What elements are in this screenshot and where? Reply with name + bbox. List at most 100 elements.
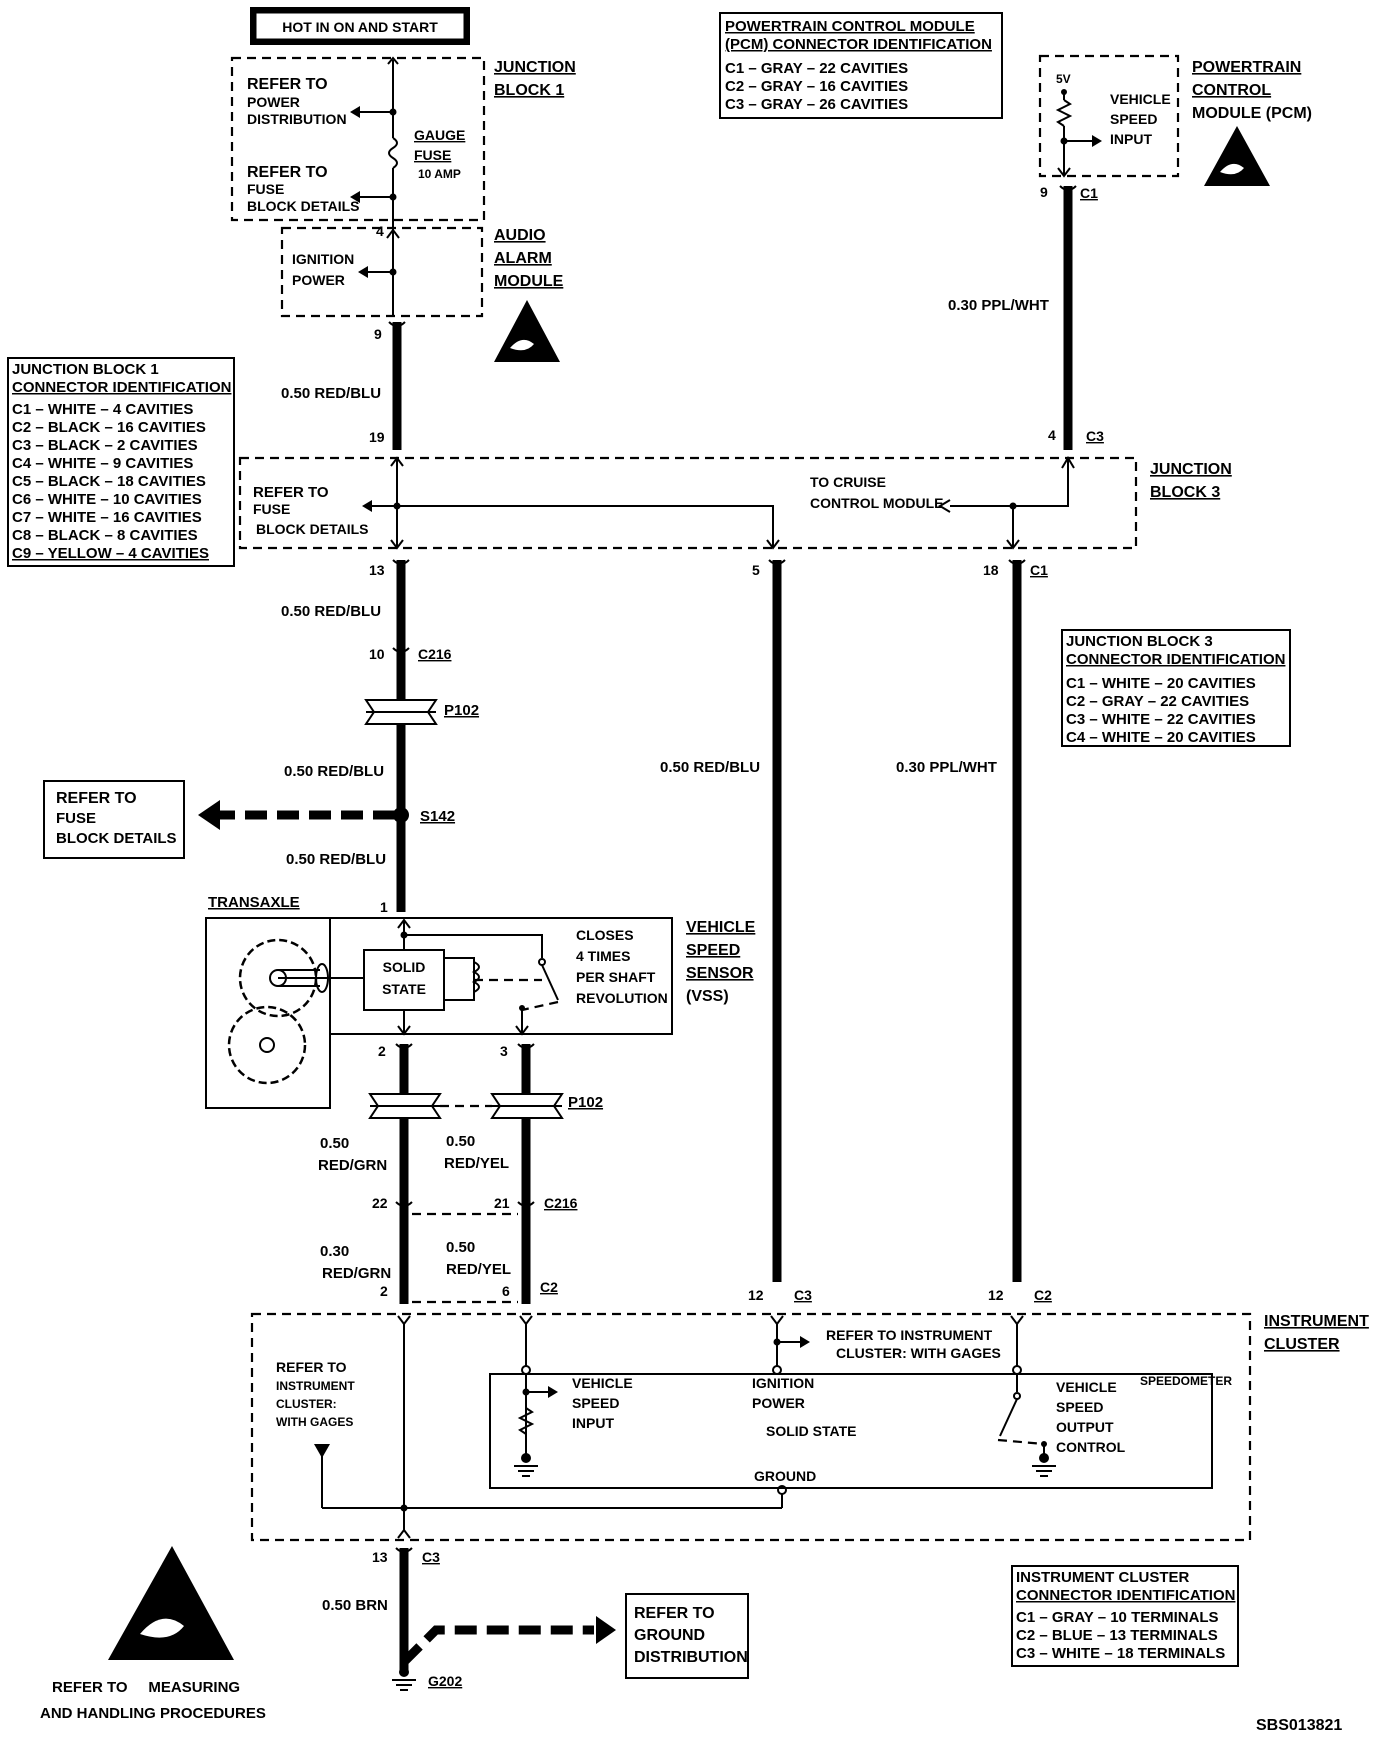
ground-refer-3: DISTRIBUTION: [634, 1649, 748, 1666]
jb3-refer-1: REFER TO: [253, 484, 329, 501]
junction-block-1: REFER TO POWER DISTRIBUTION REFER TO FUS…: [230, 56, 486, 222]
c216-label-top: C216: [418, 646, 452, 662]
gauge-fuse-rating: 10 AMP: [418, 167, 461, 181]
jb3-conn-item-1: C1 – WHITE – 20 CAVITIES: [1066, 675, 1256, 692]
s142-refer-2: FUSE: [56, 810, 96, 827]
solid-state-label: SOLID STATE: [766, 1423, 856, 1439]
s142-refer-3: BLOCK DETAILS: [56, 830, 177, 847]
vsi-1: VEHICLE: [572, 1375, 633, 1391]
aam-ignition-1: IGNITION: [292, 251, 354, 267]
jb1-conn-title-2: CONNECTOR IDENTIFICATION: [12, 379, 231, 396]
g202-label: G202: [428, 1673, 462, 1689]
powertrain-control-module: 5V VEHICLE SPEED INPUT: [1038, 54, 1180, 178]
vss-solid-1: SOLID: [383, 959, 426, 975]
aam-title-2: ALARM: [494, 250, 552, 267]
vehicle-speed-sensor: SOLID STATE CLOSES 4 TIMES PER SHAFT REV…: [205, 917, 673, 1109]
p102-label-top: P102: [444, 702, 479, 719]
document-id: SBS013821: [1256, 1717, 1342, 1734]
jb3-title-2: BLOCK 3: [1150, 484, 1220, 501]
jb3-pin-out-1: 13: [369, 562, 385, 578]
jb1-connector-id-table: JUNCTION BLOCK 1 CONNECTOR IDENTIFICATIO…: [7, 357, 235, 567]
jb1-refer-fuse-2: FUSE: [247, 181, 284, 197]
jb3-pin-out-3: 18: [983, 562, 999, 578]
refer-ground-box: REFER TO GROUND DISTRIBUTION: [625, 1593, 749, 1679]
p102-connector-bottom: [368, 1093, 564, 1119]
c216-label-bottom: C216: [544, 1195, 578, 1211]
jb1-refer-power-1: REFER TO: [247, 76, 328, 93]
cluster-refer-left-4: WITH GAGES: [276, 1415, 353, 1429]
pcm-5v: 5V: [1056, 72, 1071, 86]
wire-label-aam-jb3: 0.50 RED/BLU: [281, 385, 381, 402]
vsi-3: INPUT: [572, 1415, 614, 1431]
wire-label-p102-s142: 0.50 RED/BLU: [284, 763, 384, 780]
g202-ground-icon: [392, 1679, 416, 1691]
vss-closes-2: 4 TIMES: [576, 948, 630, 964]
vso-ground-icon: [1032, 1465, 1056, 1477]
wire-yel-color: RED/YEL: [444, 1155, 509, 1172]
jb3-cruise-2: CONTROL MODULE: [810, 495, 944, 511]
cluster-conn-item-3: C3 – WHITE – 18 TERMINALS: [1016, 1645, 1225, 1662]
wire-label-jb3-c216: 0.50 RED/BLU: [281, 603, 381, 620]
vsi-ground-icon: [514, 1465, 538, 1477]
wire-grn-gauge: 0.50: [320, 1135, 349, 1152]
banner-text: HOT IN ON AND START: [282, 19, 438, 35]
cluster-refer-left-2: INSTRUMENT: [276, 1379, 355, 1393]
jb1-conn-item-8: C8 – BLACK – 8 CAVITIES: [12, 527, 198, 544]
vss-pin-2: 2: [378, 1043, 386, 1059]
gauge-fuse-label-2: FUSE: [414, 147, 451, 163]
aam-ignition-2: POWER: [292, 272, 345, 288]
pcm-connector-id-table: POWERTRAIN CONTROL MODULE (PCM) CONNECTO…: [719, 12, 1003, 119]
cluster-title-2: CLUSTER: [1264, 1336, 1340, 1353]
pcm-title-3: MODULE (PCM): [1192, 105, 1312, 122]
c216-top-mark: [392, 647, 410, 653]
cluster-pin-13: 13: [372, 1549, 388, 1565]
gear-icon-lower: [227, 1005, 307, 1085]
cluster-conn-title-2: CONNECTOR IDENTIFICATION: [1016, 1587, 1235, 1604]
cluster-conn-item-2: C2 – BLUE – 13 TERMINALS: [1016, 1627, 1218, 1644]
transaxle-box: [205, 917, 331, 1109]
wire-label-right: 0.30 PPL/WHT: [896, 759, 997, 776]
wire-yel2-gauge: 0.50: [446, 1239, 475, 1256]
vss-title-1: VEHICLE: [686, 919, 756, 936]
jb1-refer-fuse-3: BLOCK DETAILS: [247, 198, 360, 214]
p102-connector-top: [364, 699, 438, 725]
pcm-conn-title-2: (PCM) CONNECTOR IDENTIFICATION: [725, 36, 992, 53]
jb3-refer-2: FUSE: [253, 501, 290, 517]
aam-pin-bottom: 9: [374, 326, 382, 342]
jb3-connector-id-table: JUNCTION BLOCK 3 CONNECTOR IDENTIFICATIO…: [1061, 629, 1291, 747]
vso-2: SPEED: [1056, 1399, 1103, 1415]
aam-title-3: MODULE: [494, 273, 564, 290]
jb1-refer-power-2: POWER: [247, 94, 300, 110]
jb1-conn-item-1: C1 – WHITE – 4 CAVITIES: [12, 401, 193, 418]
cluster-conn-c3-bottom: C3: [422, 1549, 440, 1565]
instrument-cluster: REFER TO INSTRUMENT CLUSTER: WITH GAGES …: [250, 1312, 1252, 1542]
wire-yel-gauge: 0.50: [446, 1133, 475, 1150]
ign-2: POWER: [752, 1395, 805, 1411]
jb1-conn-item-6: C6 – WHITE – 10 CAVITIES: [12, 491, 202, 508]
pcm-pin: 9: [1040, 184, 1048, 200]
jb3-conn-title-1: JUNCTION BLOCK 3: [1066, 633, 1213, 650]
jb1-conn-title-1: JUNCTION BLOCK 1: [12, 361, 159, 378]
cluster-conn-c2-right: C2: [1034, 1287, 1052, 1303]
vss-closes-4: REVOLUTION: [576, 990, 668, 1006]
jb1-conn-item-5: C5 – BLACK – 18 CAVITIES: [12, 473, 206, 490]
jb3-title-1: JUNCTION: [1150, 461, 1232, 478]
jb3-pin-in-right: 4: [1048, 427, 1056, 443]
jb1-conn-item-7: C7 – WHITE – 16 CAVITIES: [12, 509, 202, 526]
jb1-refer-fuse-1: REFER TO: [247, 164, 328, 181]
wire-label-pcm-jb3: 0.30 PPL/WHT: [948, 297, 1049, 314]
gauge-fuse-label-1: GAUGE: [414, 127, 465, 143]
s142-label: S142: [420, 808, 455, 825]
cluster-title-1: INSTRUMENT: [1264, 1313, 1369, 1330]
jb3-refer-3: BLOCK DETAILS: [256, 521, 369, 537]
ign-1: IGNITION: [752, 1375, 814, 1391]
jb3-conn-item-4: C4 – WHITE – 20 CAVITIES: [1066, 729, 1256, 746]
jb3-cruise-1: TO CRUISE: [810, 474, 886, 490]
jb1-conn-item-2: C2 – BLACK – 16 CAVITIES: [12, 419, 206, 436]
cluster-refer-gages-1: REFER TO INSTRUMENT: [826, 1327, 993, 1343]
cluster-ground-label: GROUND: [754, 1468, 816, 1484]
vso-3: OUTPUT: [1056, 1419, 1114, 1435]
wire-grn-color: RED/GRN: [318, 1157, 387, 1174]
pcm-title-1: POWERTRAIN: [1192, 59, 1301, 76]
